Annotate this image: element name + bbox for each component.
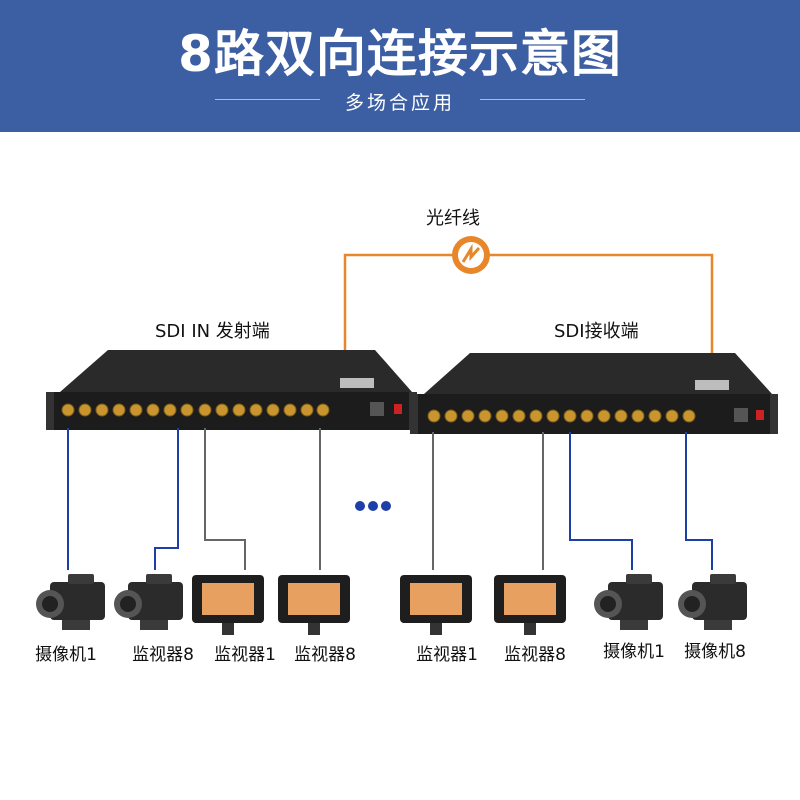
camera-icon bbox=[594, 574, 663, 630]
cable-camera1-rx bbox=[569, 432, 633, 570]
page-subtitle: 多场合应用 bbox=[344, 92, 455, 114]
subtitle-line-left bbox=[215, 99, 320, 100]
camera-icon bbox=[36, 574, 105, 630]
monitor-icon bbox=[278, 575, 350, 635]
caption-camera1-rx: 摄像机1 bbox=[603, 642, 665, 662]
caption-camera8-rx: 摄像机8 bbox=[684, 642, 746, 662]
caption-camera1-tx: 摄像机1 bbox=[35, 645, 97, 665]
caption-monitor8-rx: 监视器8 bbox=[504, 645, 566, 665]
subtitle-line-right bbox=[480, 99, 585, 100]
camera-icon bbox=[114, 574, 183, 630]
cable-monitor1-tx bbox=[204, 428, 246, 570]
caption-monitor8-tx-cam: 监视器8 bbox=[132, 645, 194, 665]
cable-camera8-rx bbox=[685, 432, 713, 570]
ellipsis-dots bbox=[355, 501, 391, 511]
receiver-label: SDI接收端 bbox=[554, 321, 639, 342]
fiber-cable bbox=[343, 253, 714, 356]
fiber-connector-icon bbox=[452, 236, 490, 274]
fiber-label: 光纤线 bbox=[426, 208, 480, 229]
header-banner: 8路双向连接示意图 多场合应用 bbox=[0, 0, 800, 132]
transmitter-label: SDI IN 发射端 bbox=[155, 321, 270, 342]
monitor-icon bbox=[494, 575, 566, 635]
caption-monitor8-tx: 监视器8 bbox=[294, 645, 356, 665]
monitor-icon bbox=[400, 575, 472, 635]
caption-monitor1-tx: 监视器1 bbox=[214, 645, 276, 665]
caption-monitor1-rx: 监视器1 bbox=[416, 645, 478, 665]
receiver-device bbox=[410, 353, 778, 434]
monitor-icon bbox=[192, 575, 264, 635]
cable-camera8-tx bbox=[154, 428, 179, 570]
camera-icon bbox=[678, 574, 747, 630]
page-title: 8路双向连接示意图 bbox=[178, 25, 622, 83]
transmitter-device bbox=[46, 350, 417, 430]
